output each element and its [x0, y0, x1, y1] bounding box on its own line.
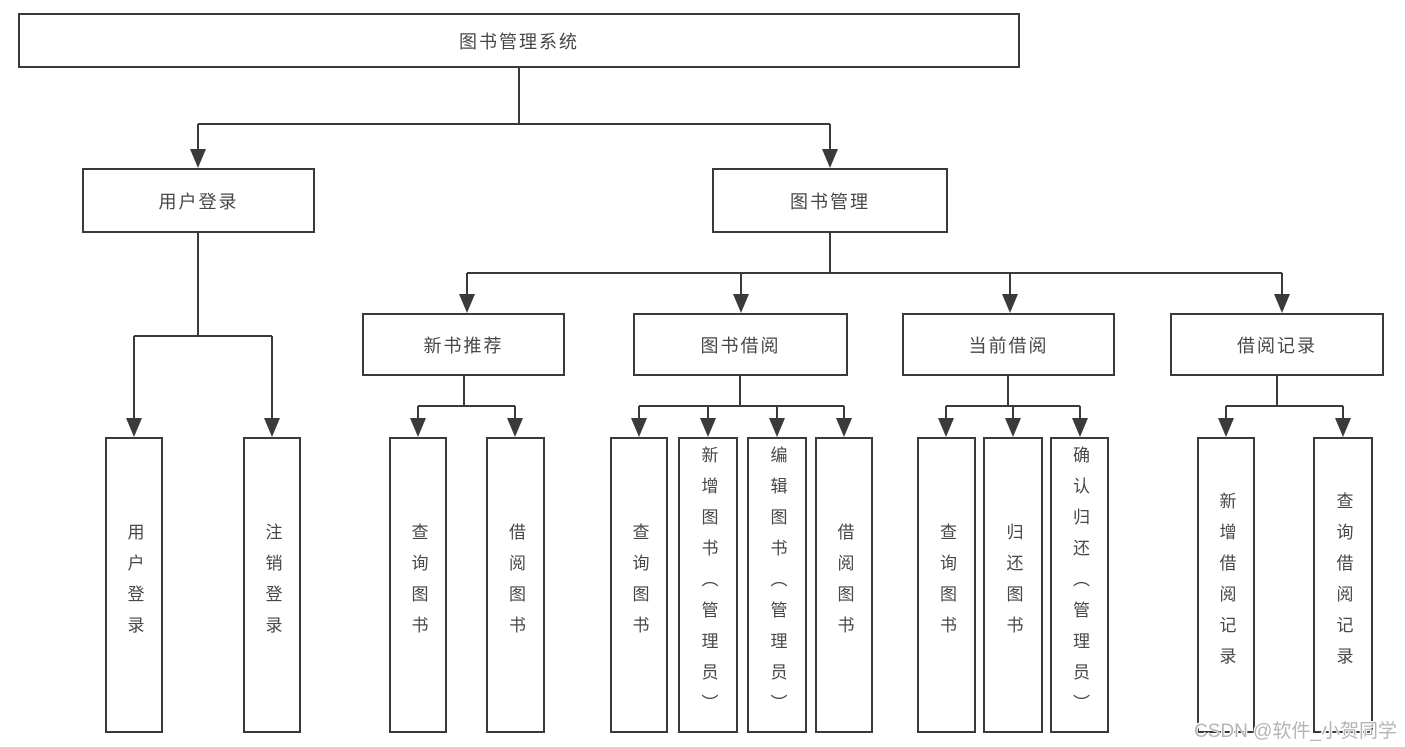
node-label: 新增图书（管理员）: [698, 445, 718, 725]
node-logout-login: 注销登录: [243, 437, 301, 733]
node-label: 图书管理: [790, 191, 870, 212]
node-borrow-books-recommend: 借阅图书: [486, 437, 545, 733]
node-query-books-recommend: 查询图书: [389, 437, 447, 733]
node-borrowing-records: 借阅记录: [1170, 313, 1384, 376]
node-label: 查询图书: [629, 523, 649, 647]
node-label: 查询借阅记录: [1333, 492, 1353, 678]
node-label: 查询图书: [937, 523, 956, 647]
node-label: 确认归还（管理员）: [1070, 445, 1089, 725]
node-new-book-recommend: 新书推荐: [362, 313, 565, 376]
node-book-borrowing: 图书借阅: [633, 313, 848, 376]
csdn-watermark: CSDN @软件_小贺同学: [1194, 721, 1397, 742]
node-label: 借阅记录: [1237, 335, 1317, 356]
node-label: 查询图书: [408, 523, 428, 647]
node-add-borrow-record: 新增借阅记录: [1197, 437, 1255, 733]
node-label: 当前借阅: [968, 335, 1049, 356]
node-label: 用户登录: [158, 191, 239, 212]
node-user-login: 用户登录: [82, 168, 315, 233]
node-label: 新增借阅记录: [1216, 492, 1236, 678]
node-label: 注销登录: [262, 523, 282, 647]
node-book-management-system: 图书管理系统: [18, 13, 1020, 68]
node-label: 归还图书: [1003, 523, 1023, 647]
node-label: 用户登录: [124, 523, 144, 647]
node-confirm-return-admin: 确认归还（管理员）: [1050, 437, 1109, 733]
node-return-books: 归还图书: [983, 437, 1043, 733]
node-label: 借阅图书: [506, 523, 525, 647]
node-label: 图书借阅: [700, 335, 781, 356]
node-label: 图书管理系统: [459, 31, 579, 52]
node-edit-books-admin: 编辑图书（管理员）: [747, 437, 807, 733]
node-label: 新书推荐: [423, 335, 504, 356]
node-query-borrow-record: 查询借阅记录: [1313, 437, 1373, 733]
node-add-books-admin: 新增图书（管理员）: [678, 437, 738, 733]
node-query-books-borrowing: 查询图书: [610, 437, 668, 733]
node-user-login-leaf: 用户登录: [105, 437, 163, 733]
node-borrow-books-borrowing: 借阅图书: [815, 437, 873, 733]
node-query-books-current: 查询图书: [917, 437, 976, 733]
node-current-borrowing: 当前借阅: [902, 313, 1115, 376]
node-label: 编辑图书（管理员）: [767, 445, 787, 725]
node-book-management: 图书管理: [712, 168, 948, 233]
node-label: 借阅图书: [834, 523, 854, 647]
